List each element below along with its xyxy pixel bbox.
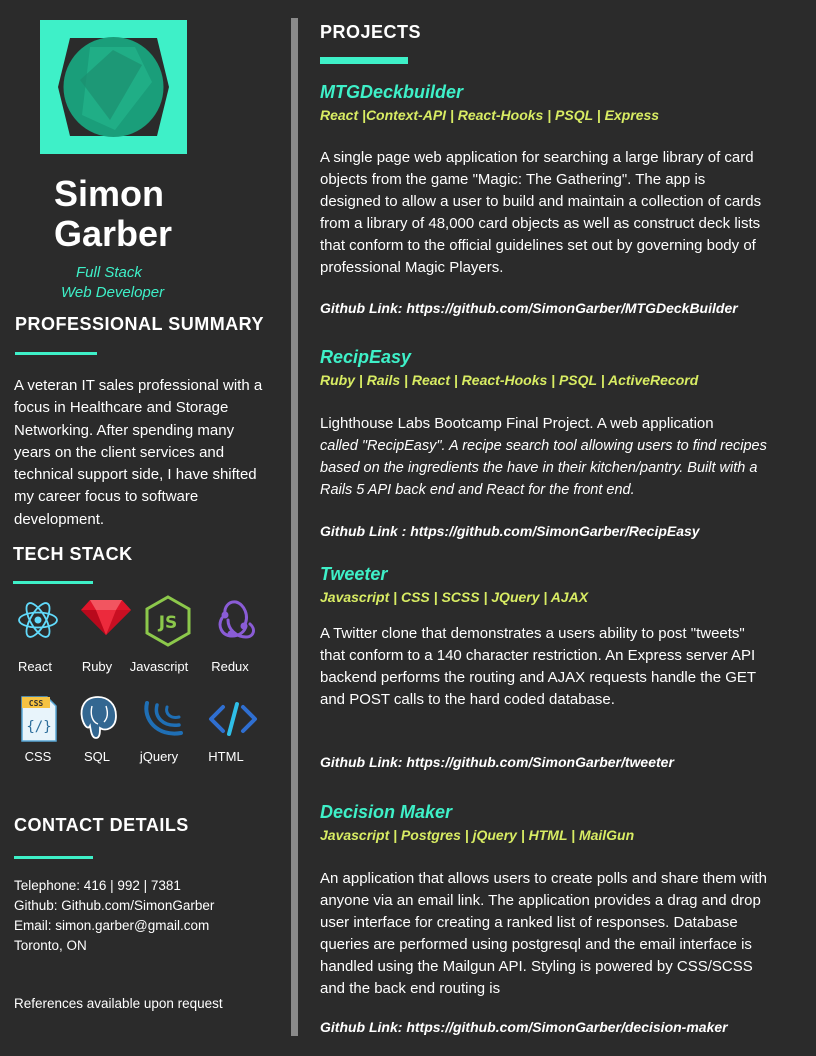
project-description-mtgdeckbuilder: A single page web application for search… <box>320 149 762 276</box>
logo-graphic <box>40 20 187 154</box>
candidate-name: Simon Garber <box>54 174 172 254</box>
contact-email[interactable]: Email: simon.garber@gmail.com <box>14 918 210 933</box>
summary-accent-bar <box>15 352 97 355</box>
contact-accent-bar <box>14 856 93 859</box>
ruby-icon <box>76 598 136 636</box>
logo <box>40 20 187 154</box>
tech-label-html: HTML <box>208 749 244 764</box>
name-last: Garber <box>54 213 173 254</box>
project-stack-recipeasy: Ruby | Rails | React | React-Hooks | PSQ… <box>320 372 699 388</box>
job-title-line2: Web Developer <box>61 284 165 301</box>
contact-details: Telephone: 416 | 992 | 7381 Github: Gith… <box>14 876 284 956</box>
tech-label-redux: Redux <box>211 659 249 674</box>
project-title-tweeter: Tweeter <box>320 564 388 584</box>
project-description-recipeasy-details: called "RecipEasy". A recipe search tool… <box>320 438 767 498</box>
project-description-recipeasy: Lighthouse Labs Bootcamp Final Project. … <box>320 413 770 501</box>
name-first: Simon <box>54 173 165 214</box>
contact-github[interactable]: Github: Github.com/SimonGarber <box>14 898 215 913</box>
html-code-icon <box>203 699 263 739</box>
project-title-mtgdeckbuilder: MTGDeckbuilder <box>320 82 464 102</box>
tech-label-css: CSS <box>24 749 52 764</box>
tech-label-sql: SQL <box>83 749 110 764</box>
svg-text:CSS: CSS <box>29 699 44 708</box>
react-icon <box>8 598 68 642</box>
project-description-decision-maker: An application that allows users to crea… <box>320 870 767 997</box>
tech-label-ruby: Ruby <box>81 659 113 674</box>
column-divider <box>291 18 298 1036</box>
references-note: References available upon request <box>14 996 223 1011</box>
project-description-recipeasy-intro: Lighthouse Labs Bootcamp Final Project. … <box>320 415 714 432</box>
summary-heading: PROFESSIONAL SUMMARY <box>15 314 265 334</box>
nodejs-icon: JS <box>138 595 198 647</box>
project-title-decision-maker: Decision Maker <box>320 802 453 822</box>
project-link-mtgdeckbuilder[interactable]: Github Link: https://github.com/SimonGar… <box>320 300 738 316</box>
job-title-line1: Full Stack <box>76 264 142 281</box>
svg-text:JS: JS <box>158 613 178 633</box>
css-file-icon: CSS {/} <box>9 695 69 743</box>
project-link-tweeter[interactable]: Github Link: https://github.com/SimonGar… <box>320 754 674 770</box>
projects-accent-bar <box>320 57 408 64</box>
tech-stack-accent-bar <box>13 581 93 584</box>
projects-heading: PROJECTS <box>320 22 422 42</box>
project-stack-mtgdeckbuilder: React |Context-API | React-Hooks | PSQL … <box>320 107 660 123</box>
project-link-decision-maker[interactable]: Github Link: https://github.com/SimonGar… <box>320 1019 728 1035</box>
contact-location: Toronto, ON <box>14 938 87 953</box>
project-link-recipeasy[interactable]: Github Link : https://github.com/SimonGa… <box>320 523 700 539</box>
project-stack-tweeter: Javascript | CSS | SCSS | JQuery | AJAX <box>320 589 589 605</box>
contact-telephone: Telephone: 416 | 992 | 7381 <box>14 878 181 893</box>
jquery-icon <box>135 695 195 741</box>
redux-icon <box>207 596 267 640</box>
project-description-tweeter: A Twitter clone that demonstrates a user… <box>320 625 756 708</box>
summary-text: A veteran IT sales professional with a f… <box>14 377 263 528</box>
svg-text:{/}: {/} <box>26 719 51 735</box>
project-stack-decision-maker: Javascript | Postgres | jQuery | HTML | … <box>320 827 635 843</box>
tech-label-jquery: jQuery <box>139 749 179 764</box>
tech-label-react: React <box>18 659 52 674</box>
tech-stack-heading: TECH STACK <box>13 544 133 564</box>
tech-label-javascript: Javascript <box>129 659 189 674</box>
postgresql-icon <box>68 694 128 742</box>
contact-heading: CONTACT DETAILS <box>14 815 189 835</box>
project-title-recipeasy: RecipEasy <box>320 347 412 367</box>
